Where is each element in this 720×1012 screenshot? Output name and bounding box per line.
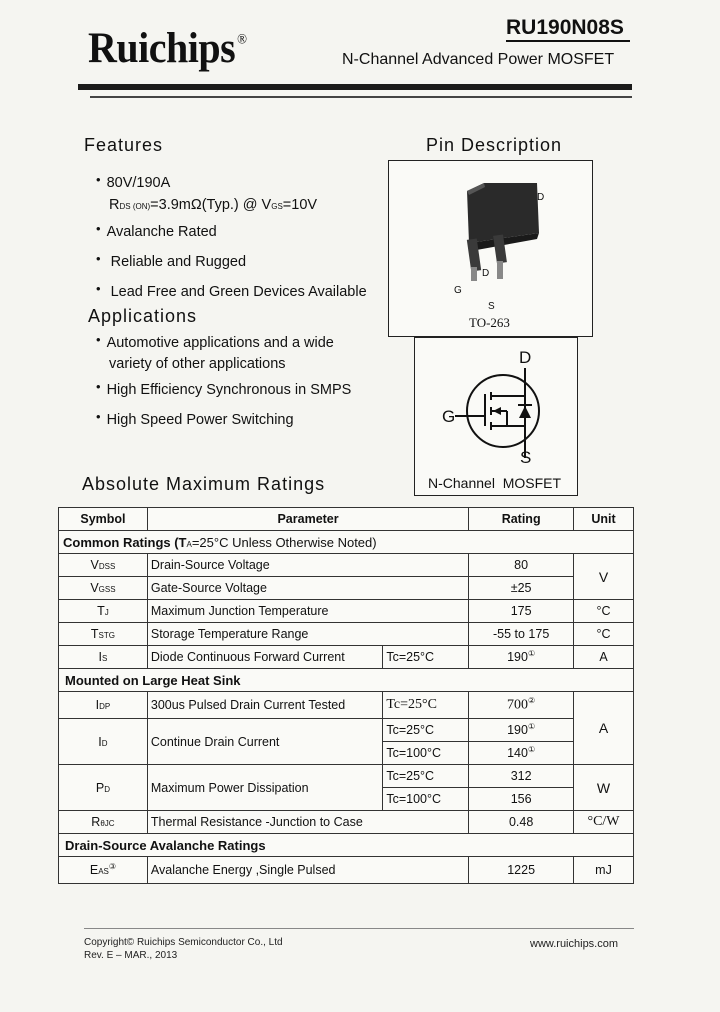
document-subtitle: N-Channel Advanced Power MOSFET [342,51,615,68]
symbol-label-drain: D [519,348,532,367]
table-row: TSTG Storage Temperature Range -55 to 17… [58,622,634,646]
application-item: •High Speed Power Switching [96,409,294,428]
feature-spec-voltage-current: •80V/190A [96,172,171,191]
bullet-icon: • [96,409,101,424]
table-row: IDP 300us Pulsed Drain Current Tested Tc… [58,691,634,765]
bullet-icon: • [96,281,101,296]
section-row-common: Common Ratings (TA=25°C Unless Otherwise… [58,530,634,554]
pin-description-heading: Pin Description [426,135,563,155]
application-item-continued: variety of other applications [109,356,286,372]
pin-label-source: S [488,301,495,312]
header-rating: Rating [468,507,575,531]
mosfet-symbol-box: D G S N-Channel MOSFET [414,337,578,496]
copyright-text: Copyright© Ruichips Semiconductor Co., L… [84,937,283,948]
bullet-icon: • [96,251,101,266]
feature-spec-rdson: RDS (ON)=3.9mΩ(Typ.) @ VGS=10V [109,197,318,213]
unit-amp: A [573,691,634,765]
pin-label-gate: G [454,285,462,296]
pin-label-drain-tab: D [537,192,545,203]
table-row: VGSS Gate-Source Voltage ±25 [58,576,634,600]
ratings-heading: Absolute Maximum Ratings [82,474,326,494]
application-item: •Automotive applications and a wide [96,332,334,351]
table-row: ID Continue Drain Current Tc=25°C 190① [58,718,634,765]
applications-heading: Applications [88,306,198,326]
table-row: IS Diode Continuous Forward Current Tc=2… [58,645,634,669]
table-row: RθJC Thermal Resistance -Junction to Cas… [58,810,634,834]
bullet-icon: • [96,172,101,187]
header-symbol: Symbol [58,507,148,531]
ratings-table: Symbol Parameter Rating Unit Common Rati… [58,507,634,884]
website-link[interactable]: www.ruichips.com [530,938,619,950]
symbol-caption: N-Channel MOSFET [428,475,562,491]
feature-item: •Avalanche Rated [96,221,217,240]
feature-item: • Reliable and Rugged [96,251,247,270]
section-row-heat-sink: Mounted on Large Heat Sink [58,668,634,692]
table-row: Tc=100°C 156 [59,787,634,811]
symbol-label-source: S [520,448,532,467]
to263-package-icon [466,183,539,281]
logo-text: Ruichips [88,23,236,72]
table-row: TJ Maximum Junction Temperature 175 °C [58,599,634,623]
bullet-icon: • [96,221,101,236]
bullet-icon: • [96,379,101,394]
features-heading: Features [84,135,164,155]
feature-item: • Lead Free and Green Devices Available [96,281,367,300]
n-channel-mosfet-symbol-icon [455,368,540,458]
header-parameter: Parameter [146,507,470,531]
section-row-avalanche: Drain-Source Avalanche Ratings [58,833,634,857]
table-row: PD Maximum Power Dissipation Tc=25°C 312… [58,764,634,811]
table-row: EAS③ Avalanche Energy ,Single Pulsed 122… [58,856,634,884]
header-unit: Unit [573,507,634,531]
table-row: Tc=100°C 140① [59,741,634,765]
header-divider-thick [78,84,632,90]
unit-volt: V [573,553,634,600]
revision-text: Rev. E – MAR., 2013 [84,950,178,961]
bullet-icon: • [96,332,101,347]
table-header-row: Symbol Parameter Rating Unit [58,507,634,531]
registered-mark: ® [237,30,247,47]
footer-divider [84,928,634,929]
pin-label-drain: D [482,268,490,279]
part-number-underline [506,40,630,42]
company-logo: Ruichips® [88,22,247,73]
package-drawing-box: D D G S TO-263 [388,160,593,337]
package-name: TO-263 [469,315,510,330]
symbol-label-gate: G [442,407,456,426]
part-number: RU190N08S [506,16,624,39]
header-divider-thin [90,96,632,98]
table-row: VDSS Drain-Source Voltage 80 V [58,553,634,600]
application-item: •High Efficiency Synchronous in SMPS [96,379,352,398]
